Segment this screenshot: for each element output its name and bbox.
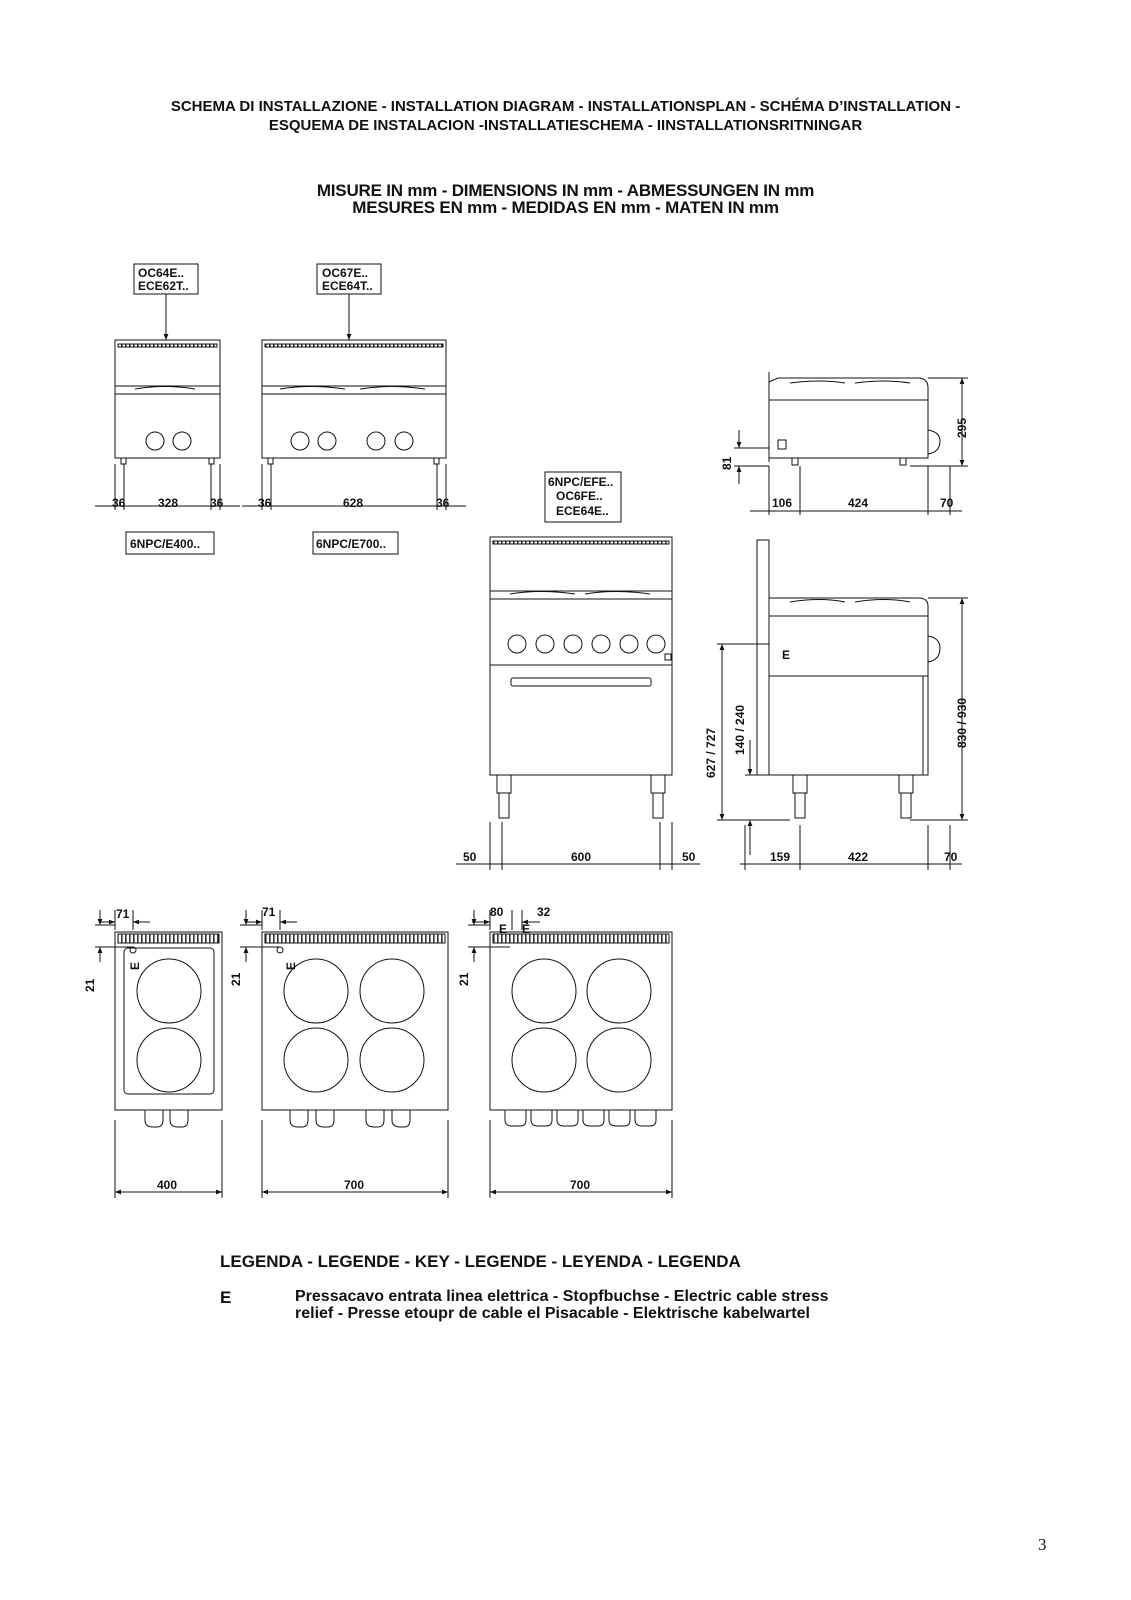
dim-81: 81 [720, 456, 734, 470]
small-plan-view [95, 910, 223, 1198]
page-title: SCHEMA DI INSTALLAZIONE - INSTALLATION D… [0, 97, 1131, 135]
model-label-6npc-e700: 6NPC/E700.. [316, 537, 386, 551]
e-marker-side: E [782, 648, 790, 662]
dimensions-heading: MISURE IN mm - DIMENSIONS IN mm - ABMESS… [0, 182, 1131, 216]
small-top-front-view [95, 263, 240, 555]
dim-70-bottom: 70 [944, 850, 958, 864]
model-label-box-large-base [312, 531, 399, 555]
e-marker-small: E [128, 962, 142, 970]
dimensions-line-1: MISURE IN mm - DIMENSIONS IN mm - ABMESS… [316, 181, 815, 200]
dim-36-mid2: 36 [258, 496, 272, 510]
dim-600: 600 [571, 850, 591, 864]
model-label-6npc-e400: 6NPC/E400.. [130, 537, 200, 551]
legend-description: Pressacavo entrata linea elettrica - Sto… [295, 1288, 829, 1322]
e-marker-large-b-1: E [499, 922, 507, 936]
e-marker-large-a: E [284, 962, 298, 970]
dim-700-b: 700 [570, 1178, 590, 1192]
dim-328: 328 [158, 496, 178, 510]
model-label-6npc-efe: 6NPC/EFE.. [548, 475, 613, 489]
model-label-oc64e: OC64E.. [138, 266, 184, 280]
dim-424: 424 [848, 496, 868, 510]
dim-21-small: 21 [83, 978, 97, 992]
model-label-ece64t: ECE64T.. [322, 279, 373, 293]
dim-50-left: 50 [463, 850, 477, 864]
dimensions-line-2: MESURES EN mm - MEDIDAS EN mm - MATEN IN… [352, 198, 779, 217]
top-side-view [734, 372, 968, 515]
model-label-oc67e: OC67E.. [322, 266, 368, 280]
dim-36-mid: 36 [210, 496, 224, 510]
model-label-ece64e: ECE64E.. [556, 504, 609, 518]
legend-key: E [220, 1288, 232, 1307]
dim-159: 159 [770, 850, 790, 864]
model-label-ece62t: ECE62T.. [138, 279, 189, 293]
oven-front-view [456, 471, 700, 870]
model-label-box-small-base [125, 531, 215, 555]
dim-36-right: 36 [436, 496, 450, 510]
dim-21-large-b: 21 [457, 972, 471, 986]
large-plan-view-b [468, 910, 673, 1198]
dim-830-930: 830 / 930 [955, 698, 969, 748]
dim-295: 295 [955, 418, 969, 438]
dim-80: 80 [490, 905, 504, 919]
model-label-oc6fe: OC6FE.. [556, 489, 603, 503]
dim-70-top: 70 [940, 496, 954, 510]
dim-400: 400 [157, 1178, 177, 1192]
dim-627-727: 627 / 727 [704, 728, 718, 778]
title-line-1: SCHEMA DI INSTALLAZIONE - INSTALLATION D… [170, 98, 961, 115]
e-marker-large-b-2: E [522, 922, 530, 936]
title-line-2: ESQUEMA DE INSTALACION -INSTALLATIESCHEM… [268, 117, 863, 134]
dim-71-small: 71 [116, 907, 130, 921]
dim-32: 32 [537, 905, 551, 919]
large-top-front-view [242, 263, 466, 555]
dim-21-large-a: 21 [229, 972, 243, 986]
oven-side-view [717, 539, 968, 870]
legend-title: LEGENDA - LEGENDE - KEY - LEGENDE - LEYE… [220, 1252, 741, 1271]
dim-422: 422 [848, 850, 868, 864]
page-number: 3 [1038, 1535, 1047, 1554]
dim-106: 106 [772, 496, 792, 510]
dim-700-a: 700 [344, 1178, 364, 1192]
dim-71-large: 71 [262, 905, 276, 919]
dim-628: 628 [343, 496, 363, 510]
model-label-box-oven [544, 471, 622, 523]
dim-36-left: 36 [112, 496, 126, 510]
dim-140-240: 140 / 240 [733, 705, 747, 755]
large-plan-view-a [240, 910, 449, 1198]
dim-50-right: 50 [682, 850, 696, 864]
